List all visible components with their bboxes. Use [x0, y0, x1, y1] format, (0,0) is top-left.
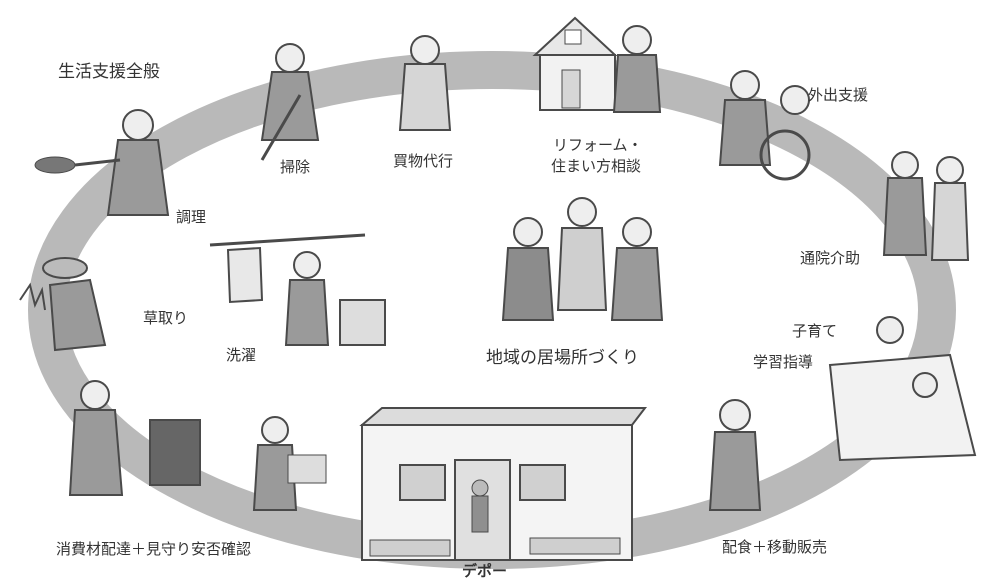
label-meal-sales: 配食＋移動販売	[722, 538, 828, 556]
delivery-figures	[68, 380, 327, 511]
house-illustration	[532, 16, 618, 111]
label-laundry: 洗濯	[226, 346, 257, 364]
label-general-support: 生活支援全般	[58, 62, 160, 82]
label-hospital: 通院介助	[800, 249, 861, 267]
label-childcare-line1: 子育て	[792, 322, 838, 340]
depot-building-illustration	[359, 407, 648, 561]
outing-support-figures	[718, 70, 811, 181]
label-depot: デポー	[462, 562, 508, 580]
community-gathering-figures	[501, 197, 664, 321]
laundry-figure	[209, 233, 386, 346]
label-delivery: 消費材配達＋見守り安否確認	[56, 540, 252, 558]
label-community: 地域の居場所づくり	[486, 348, 639, 368]
weeding-figure	[19, 257, 107, 352]
cleaner-figure	[260, 43, 320, 161]
label-childcare-line2: 学習指導	[753, 353, 814, 371]
meal-delivery-figure	[708, 399, 762, 511]
reform-consultant-figure	[612, 25, 662, 113]
label-weeding: 草取り	[143, 309, 189, 327]
label-shopping: 買物代行	[393, 152, 454, 170]
cook-figure	[34, 109, 170, 216]
label-cooking: 調理	[176, 208, 207, 226]
hospital-escort-figures	[882, 151, 970, 261]
tutoring-figures	[828, 316, 977, 462]
label-outing: 外出支援	[808, 86, 869, 104]
label-reform-line2: 住まい方相談	[551, 157, 642, 175]
label-reform-line1: リフォーム・	[553, 136, 643, 154]
label-cleaning: 掃除	[280, 158, 311, 176]
shopper-figure	[398, 35, 452, 131]
